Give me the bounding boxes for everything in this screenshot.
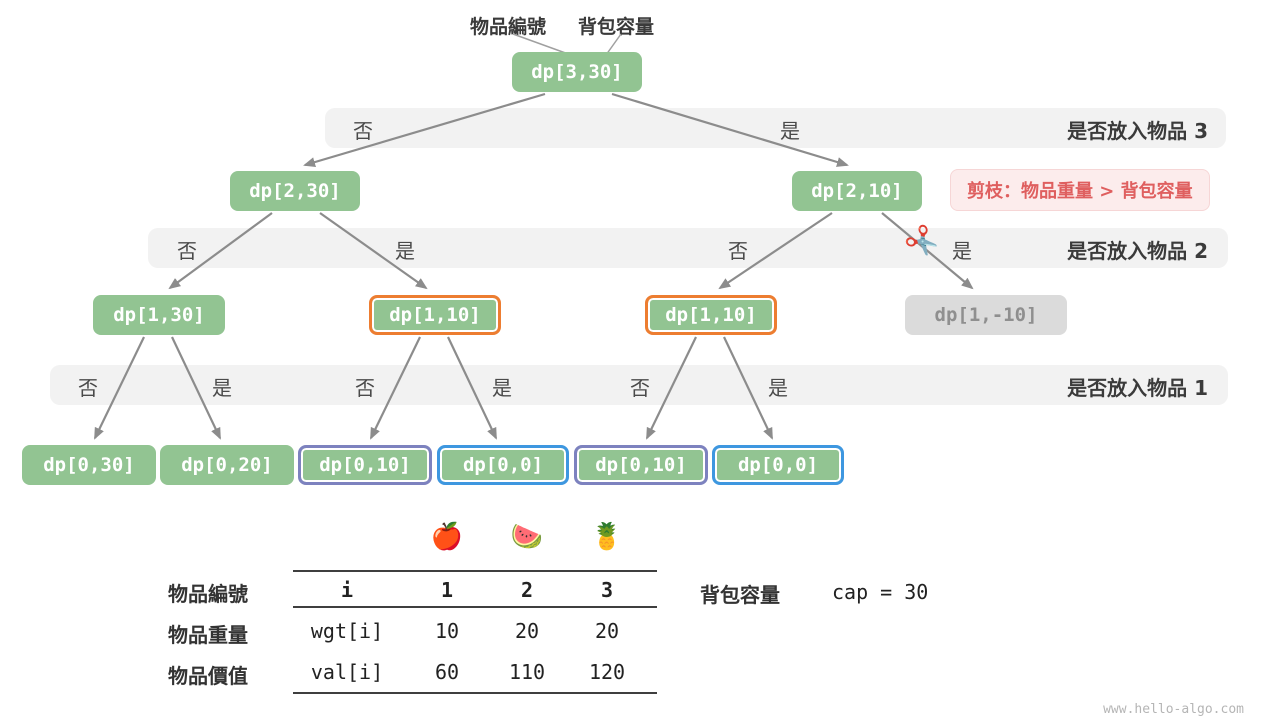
node-dp-1-10-right: dp[1,10] — [645, 295, 777, 335]
capacity-value: cap = 30 — [832, 580, 929, 604]
choice-yes: 是 — [952, 239, 972, 263]
node-dp-0-0-left: dp[0,0] — [437, 445, 569, 485]
node-dp-0-0-right: dp[0,0] — [712, 445, 844, 485]
choice-no: 否 — [630, 376, 650, 400]
node-dp-1-10-left: dp[1,10] — [369, 295, 501, 335]
table-cell: 120 — [588, 660, 626, 684]
node-dp-0-10-left: dp[0,10] — [298, 445, 432, 485]
node-dp-1-neg10-pruned: dp[1,-10] — [905, 295, 1067, 335]
table-cell: val[i] — [310, 660, 384, 684]
node-dp-2-10: dp[2,10] — [792, 171, 922, 211]
capacity-label: 背包容量 — [700, 583, 780, 607]
row-label-item-number: 物品編號 — [168, 582, 248, 606]
capacity-pointer-label: 背包容量 — [578, 16, 655, 38]
table-cell: 60 — [434, 660, 460, 684]
watermelon-icon: 🍉 — [510, 522, 544, 552]
table-rule-top — [293, 570, 657, 572]
pruning-note: 剪枝：物品重量 > 背包容量 — [950, 169, 1210, 211]
node-dp-3-30: dp[3,30] — [512, 52, 642, 92]
item-number-label: 物品編號 — [470, 16, 547, 38]
table-cell: 10 — [434, 619, 460, 643]
choice-no: 否 — [728, 239, 748, 263]
table-cell: 2 — [520, 578, 534, 602]
choice-yes: 是 — [212, 376, 232, 400]
decision-band-item-1 — [50, 365, 1228, 405]
choice-yes: 是 — [768, 376, 788, 400]
table-cell: 1 — [440, 578, 454, 602]
table-cell: wgt[i] — [310, 619, 384, 643]
row-label-item-weight: 物品重量 — [168, 623, 248, 647]
choice-no: 否 — [78, 376, 98, 400]
table-cell: 110 — [508, 660, 546, 684]
choice-yes: 是 — [395, 239, 415, 263]
apple-icon: 🍎 — [430, 522, 464, 552]
table-rule-bottom — [293, 692, 657, 694]
node-dp-0-30: dp[0,30] — [22, 445, 156, 485]
choice-no: 否 — [355, 376, 375, 400]
node-dp-0-20: dp[0,20] — [160, 445, 294, 485]
choice-no: 否 — [353, 119, 373, 143]
table-cell: 20 — [594, 619, 620, 643]
watermark: www.hello-algo.com — [1103, 702, 1244, 717]
row-label-item-value: 物品價值 — [168, 664, 248, 688]
band-label-item-1: 是否放入物品 1 — [1067, 376, 1208, 400]
choice-yes: 是 — [780, 119, 800, 143]
band-label-item-2: 是否放入物品 2 — [1067, 239, 1208, 263]
choice-yes: 是 — [492, 376, 512, 400]
decision-band-item-2 — [148, 228, 1228, 268]
table-cell: i — [340, 578, 354, 602]
choice-no: 否 — [177, 239, 197, 263]
table-cell: 3 — [600, 578, 614, 602]
band-label-item-3: 是否放入物品 3 — [1067, 119, 1208, 143]
table-cell: 20 — [514, 619, 540, 643]
pineapple-icon: 🍍 — [590, 522, 624, 552]
table-rule-header — [293, 606, 657, 608]
node-dp-1-30: dp[1,30] — [93, 295, 225, 335]
node-dp-2-30: dp[2,30] — [230, 171, 360, 211]
node-dp-0-10-right: dp[0,10] — [574, 445, 708, 485]
